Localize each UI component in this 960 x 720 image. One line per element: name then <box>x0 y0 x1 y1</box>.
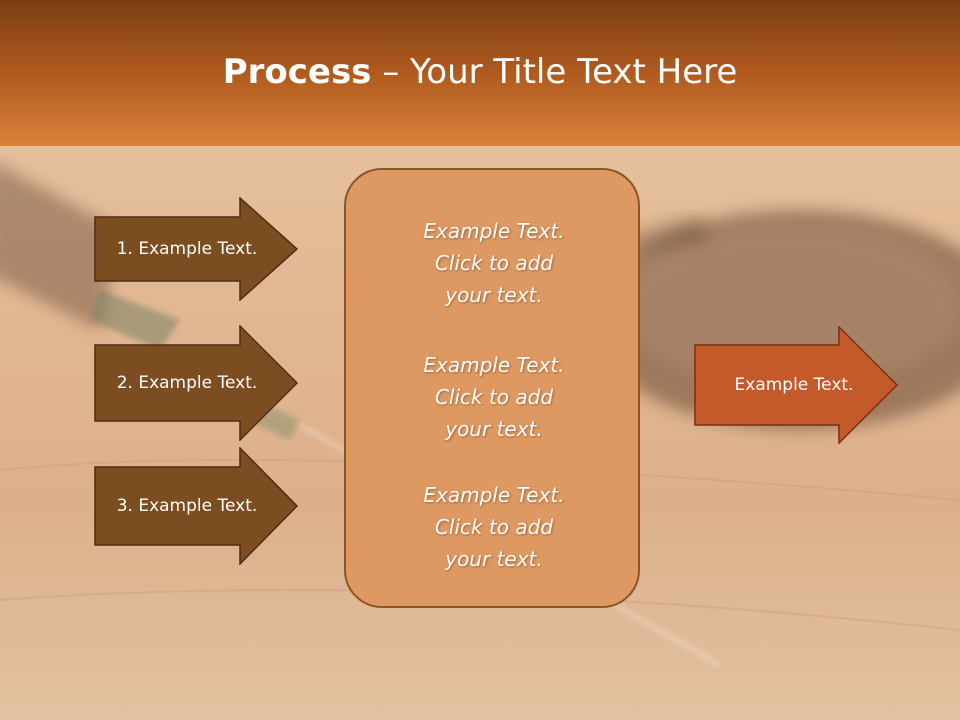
paragraph-line: Click to add <box>434 385 554 409</box>
paragraph-line: Example Text. <box>423 219 565 243</box>
center-paragraph-3: Example Text. Click to add your text. <box>346 479 642 575</box>
step-label-3: 3. Example Text. <box>116 496 258 516</box>
step-label-1: 1. Example Text. <box>116 239 258 259</box>
step-arrow-3 <box>94 447 299 565</box>
center-text-box[interactable]: Example Text. Click to add your text. Ex… <box>344 168 640 608</box>
result-arrow <box>694 326 899 444</box>
paragraph-line: your text. <box>445 417 543 441</box>
title-strong: Process <box>222 52 372 92</box>
step-arrow-1 <box>94 197 299 301</box>
title-bar: Process – Your Title Text Here <box>0 0 960 146</box>
slide-title: Process – Your Title Text Here <box>0 52 960 92</box>
paragraph-line: Click to add <box>434 515 554 539</box>
center-paragraph-1: Example Text. Click to add your text. <box>346 215 642 311</box>
paragraph-line: your text. <box>445 547 543 571</box>
step-arrow-2 <box>94 325 299 441</box>
paragraph-line: Example Text. <box>423 353 565 377</box>
paragraph-line: Click to add <box>434 251 554 275</box>
paragraph-line: your text. <box>445 283 543 307</box>
title-rest: – Your Title Text Here <box>371 52 738 92</box>
result-label: Example Text. <box>734 375 854 395</box>
paragraph-line: Example Text. <box>423 483 565 507</box>
center-paragraph-2: Example Text. Click to add your text. <box>346 349 642 445</box>
step-label-2: 2. Example Text. <box>116 373 258 393</box>
